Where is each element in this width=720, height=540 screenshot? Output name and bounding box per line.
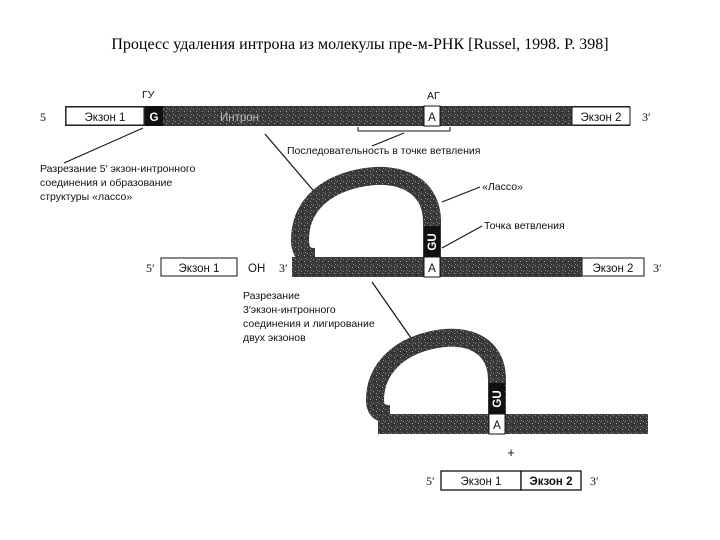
exon1-label-2: Экзон 1 xyxy=(179,263,220,275)
gu-lasso-label-3: GU xyxy=(492,390,504,407)
exon1-label: Экзон 1 xyxy=(85,112,126,124)
cut5-pointer xyxy=(63,127,144,164)
a-label: A xyxy=(428,112,436,124)
g-label: G xyxy=(150,112,159,124)
lasso-loop-3 xyxy=(365,328,506,423)
five-prime-label: 5 xyxy=(40,110,46,124)
gu-lasso-label: GU xyxy=(427,233,439,250)
exon1-box-2 xyxy=(160,257,238,277)
lasso-pointer xyxy=(441,186,481,203)
gu-label: ГУ xyxy=(142,89,155,101)
cut5-line3: структуры «лассо» xyxy=(40,191,132,203)
three-prime-label-3: 3′ xyxy=(653,261,662,275)
exon2-label-4: Экзон 2 xyxy=(530,476,573,488)
three-prime-label-2: 3′ xyxy=(279,261,288,275)
exon1-box xyxy=(65,106,145,126)
arrow-step2 xyxy=(371,281,419,349)
exon2-box-2 xyxy=(581,257,645,277)
oh-label: OH xyxy=(248,263,265,275)
a-label-3: A xyxy=(493,420,501,432)
three-prime-label-4: 3′ xyxy=(590,474,599,488)
lasso-loop xyxy=(290,166,441,266)
stage4-mrna: 5′ Экзон 1 Экзон 2 3′ xyxy=(426,470,599,491)
exon2-box xyxy=(571,106,631,126)
a-label-2: A xyxy=(428,263,436,275)
stage3-excised-lasso: GU A xyxy=(365,328,648,435)
intron-label: Интрон xyxy=(220,112,259,124)
intron-strand xyxy=(65,106,630,126)
cut3-line3: соединения и лигирование xyxy=(243,318,375,330)
cut5-line1: Разрезание 5′ экзон-интронного xyxy=(40,163,196,175)
cut3-line4: двух экзонов xyxy=(243,332,306,344)
g-block xyxy=(145,106,163,126)
arrow-step1 xyxy=(264,133,319,197)
cut3-line1: Разрезание xyxy=(243,290,300,302)
exon1-label-4: Экзон 1 xyxy=(461,476,502,488)
exon2-label-2: Экзон 2 xyxy=(593,263,634,275)
branch-point-pointer xyxy=(441,225,483,249)
cut3-line2: 3′экзон-интронного xyxy=(243,304,336,316)
exon2-label: Экзон 2 xyxy=(581,112,622,124)
slide-title: Процесс удаления интрона из молекулы пре… xyxy=(111,36,609,53)
ag-label: АГ xyxy=(427,90,440,102)
plus-sign: + xyxy=(507,445,515,460)
three-prime-label: 3′ xyxy=(642,110,651,124)
a-block-2 xyxy=(423,256,441,278)
branch-seq-bracket xyxy=(357,127,451,132)
branch-seq-label: Последовательность в точке ветвления xyxy=(287,145,480,157)
exon2-box-4 xyxy=(520,470,582,491)
a-block xyxy=(423,105,441,127)
intron-tail-3 xyxy=(378,414,648,434)
gu-block-3 xyxy=(489,383,505,414)
stage1-premrna: 5 Экзон 1 G Интрон A Экзон 2 3′ ГУ АГ xyxy=(40,89,651,132)
stage2-lasso: 5′ Экзон 1 OH 3′ GU A Экзон 2 3′ xyxy=(146,166,662,278)
branch-point-label: Точка ветвления xyxy=(484,220,565,232)
branch-seq-pointer xyxy=(371,132,405,147)
gu-block-2 xyxy=(424,226,440,257)
cut5-line2: соединения и образование xyxy=(40,177,172,189)
five-prime-label-2: 5′ xyxy=(146,261,155,275)
five-prime-label-4: 5′ xyxy=(426,474,435,488)
a-block-3 xyxy=(488,413,506,435)
lasso-label: «Лассо» xyxy=(482,181,523,193)
